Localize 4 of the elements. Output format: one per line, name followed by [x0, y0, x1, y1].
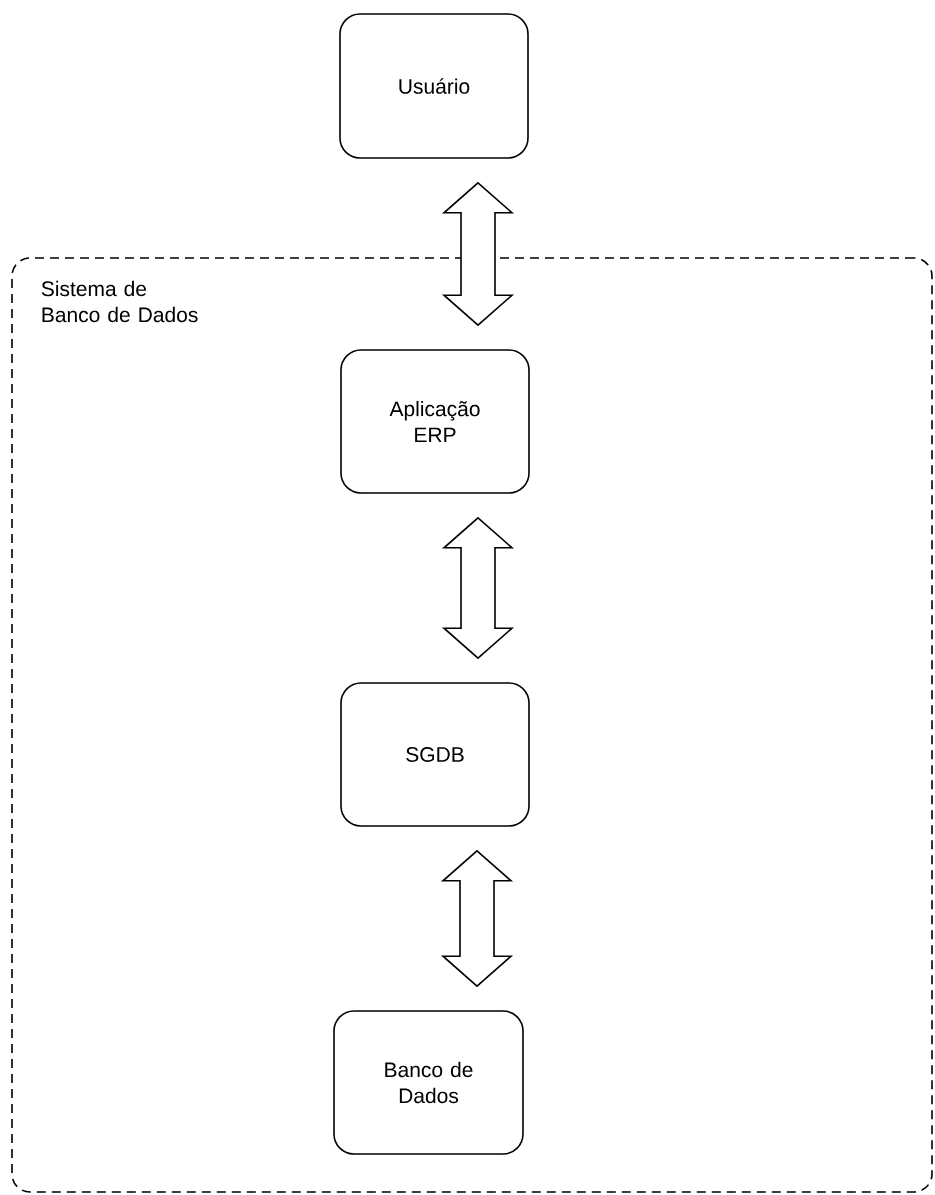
- process-box: SGDB: [340, 682, 530, 827]
- process-box: Usuário: [339, 13, 529, 159]
- process-box: Aplicação ERP: [340, 349, 530, 494]
- process-box: Banco de Dados: [333, 1010, 524, 1155]
